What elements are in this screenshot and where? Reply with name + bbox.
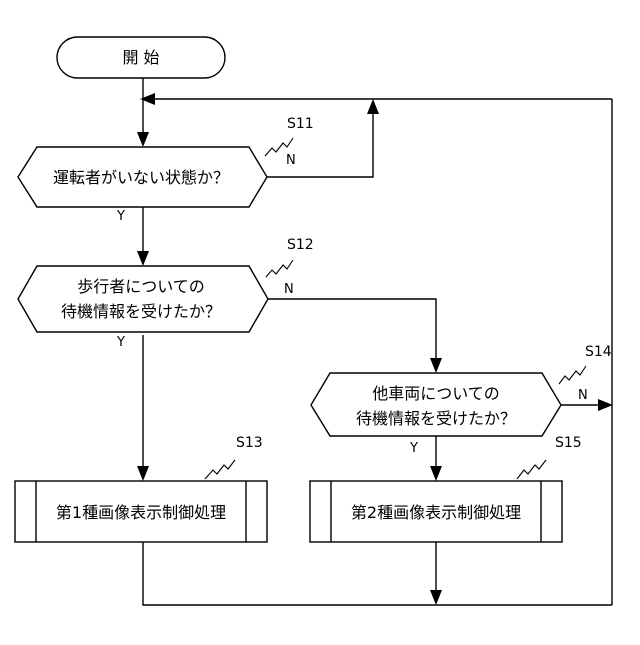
arrow-into-bottom: [430, 590, 442, 605]
s11-no-label: N: [286, 153, 296, 168]
s14-step-label: S14: [585, 344, 612, 360]
s12-no-label: N: [284, 282, 294, 297]
edge-s12-no: [268, 299, 436, 362]
s14-text-line2: 待機情報を受けたか？: [356, 409, 516, 428]
s14-text-line1: 他車両についての: [372, 384, 500, 403]
s14-step-squiggle: [559, 366, 586, 384]
start-label: 開 始: [122, 48, 159, 67]
start-terminal: 開 始: [57, 37, 225, 78]
s14-yes-label: Y: [409, 441, 418, 456]
s15-step-label: S15: [555, 435, 582, 451]
arrow-s14-no: [598, 399, 613, 411]
s12-step-label: S12: [287, 237, 314, 253]
s11-yes-label: Y: [116, 209, 125, 224]
s13-text: 第1種画像表示制御処理: [56, 503, 226, 522]
arrow-into-s12: [137, 251, 149, 266]
s13-step-squiggle: [205, 460, 235, 479]
arrow-into-s15: [430, 466, 442, 481]
s15-text: 第2種画像表示制御処理: [351, 503, 521, 522]
arrow-into-s14: [430, 358, 442, 373]
s12-step-squiggle: [266, 260, 293, 277]
s15-step-squiggle: [517, 460, 546, 479]
edge-bottom: [143, 542, 612, 605]
s11-text: 運転者がいない状態か？: [53, 168, 229, 187]
arrow-loop-left: [140, 93, 155, 105]
s12-text-line2: 待機情報を受けたか？: [61, 302, 221, 321]
arrow-loop-up: [367, 99, 379, 114]
process-s15: 第2種画像表示制御処理 S15: [310, 435, 582, 542]
process-s13: 第1種画像表示制御処理 S13: [15, 435, 267, 542]
decision-s11: 運転者がいない状態か？ S11 N Y: [18, 116, 314, 224]
s13-step-label: S13: [236, 435, 263, 451]
s14-no-label: N: [578, 388, 588, 403]
s12-text-line1: 歩行者についての: [77, 277, 205, 296]
decision-s12: 歩行者についての 待機情報を受けたか？ S12 N Y: [18, 237, 314, 350]
s11-step-label: S11: [287, 116, 314, 132]
arrow-into-s11: [137, 132, 149, 147]
arrow-into-s13: [137, 466, 149, 481]
s12-yes-label: Y: [116, 335, 125, 350]
